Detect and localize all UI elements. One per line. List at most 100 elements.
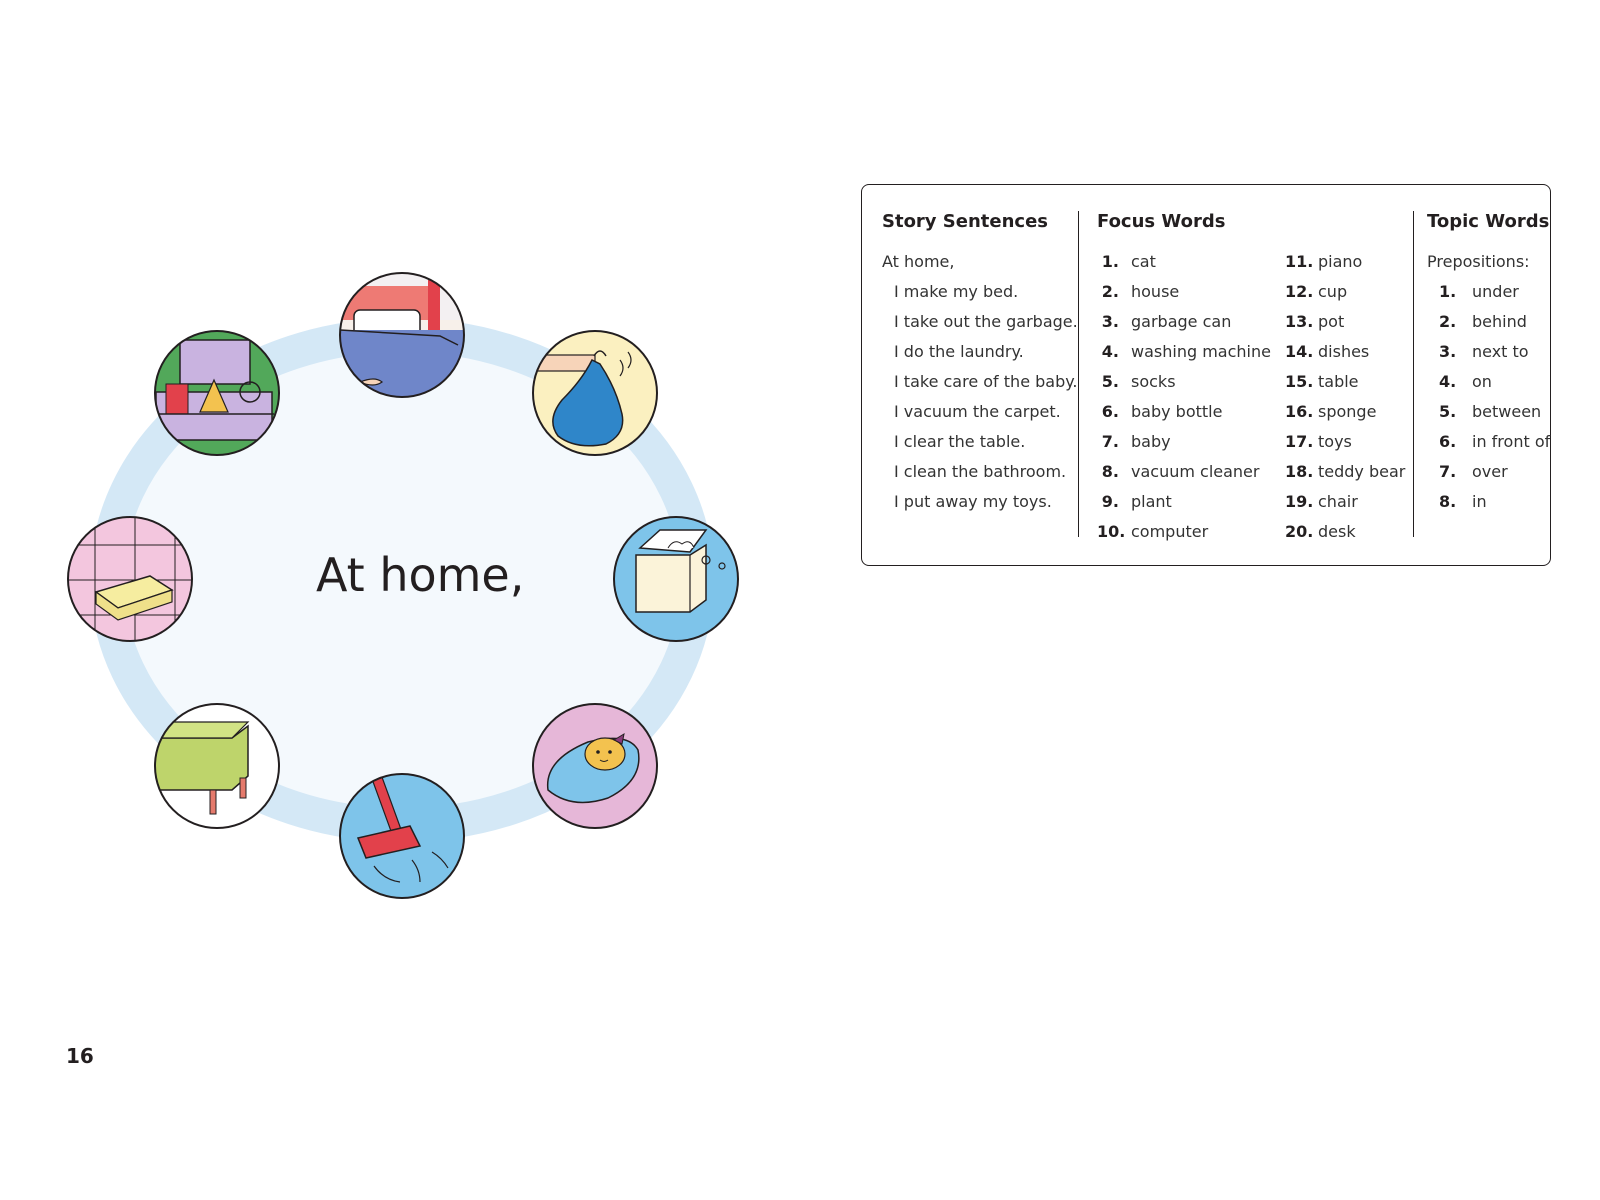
focus-word: pot <box>1318 312 1345 331</box>
focus-word: vacuum cleaner <box>1131 462 1260 481</box>
focus-word-item: 20.desk <box>1285 517 1405 547</box>
focus-word: desk <box>1318 522 1356 541</box>
washing-machine-icon <box>613 516 739 642</box>
item-number: 3. <box>1101 312 1119 331</box>
topic-word-item: 8. in <box>1427 487 1550 517</box>
focus-word-item: 16.sponge <box>1285 397 1405 427</box>
story-line: I clear the table. <box>894 432 1026 451</box>
focus-word-item: 9.plant <box>1097 487 1271 517</box>
story-sentences-column: Story Sentences At home, I make my bed. … <box>882 211 1078 517</box>
focus-words-column-2: 11.piano 12.cup 13.pot 14.dishes 15.tabl… <box>1285 211 1405 547</box>
column-divider <box>1078 211 1079 537</box>
sponge-icon <box>67 516 193 642</box>
focus-word-item: 15.table <box>1285 367 1405 397</box>
baby-icon <box>532 703 658 829</box>
story-line: I clean the bathroom. <box>894 462 1067 481</box>
item-number: 19. <box>1285 492 1314 511</box>
story-line: I put away my toys. <box>894 492 1052 511</box>
focus-word-item: 4. washing machine <box>1097 337 1271 367</box>
focus-word-item: 6. baby bottle <box>1097 397 1271 427</box>
focus-word: washing machine <box>1131 342 1271 361</box>
story-sentences-heading: Story Sentences <box>882 211 1049 232</box>
column-divider <box>1413 211 1414 537</box>
chores-picture-ring <box>67 272 739 899</box>
focus-word-item: 12.cup <box>1285 277 1405 307</box>
topic-word: behind <box>1472 312 1527 331</box>
topic-word-item: 3. next to <box>1427 337 1550 367</box>
item-number: 4. <box>1439 372 1457 391</box>
focus-word-item: 11.piano <box>1285 247 1405 277</box>
focus-word-item: 19.chair <box>1285 487 1405 517</box>
topic-word: over <box>1472 462 1508 481</box>
item-number: 20. <box>1285 522 1314 541</box>
topic-word-item: 2. behind <box>1427 307 1550 337</box>
focus-word: toys <box>1318 432 1352 451</box>
topic-words-column: Topic Words Prepositions: 1.under 2. behi… <box>1427 211 1550 517</box>
vacuum-cleaner-icon <box>339 773 465 899</box>
focus-word-item: 10. computer <box>1097 517 1271 547</box>
item-number: 7. <box>1101 432 1119 451</box>
topic-word-item: 1.under <box>1427 277 1550 307</box>
focus-word-item: 8.vacuum cleaner <box>1097 457 1271 487</box>
toy-box-icon <box>154 330 280 456</box>
story-line: I make my bed. <box>894 282 1019 301</box>
item-number: 10. <box>1097 522 1126 541</box>
topic-word: between <box>1472 402 1542 421</box>
garbage-bag-icon <box>532 330 658 456</box>
topic-subheading: Prepositions: <box>1427 252 1530 271</box>
item-number: 8. <box>1439 492 1457 511</box>
focus-word-item: 3. garbage can <box>1097 307 1271 337</box>
focus-word-item: 5.socks <box>1097 367 1271 397</box>
scene-title: At home, <box>316 548 525 602</box>
focus-word: dishes <box>1318 342 1370 361</box>
focus-word-item: 2.house <box>1097 277 1271 307</box>
item-number: 14. <box>1285 342 1314 361</box>
topic-word: in front of <box>1472 432 1551 451</box>
item-number: 2. <box>1439 312 1457 331</box>
story-line: I do the laundry. <box>894 342 1024 361</box>
story-line: I vacuum the carpet. <box>894 402 1061 421</box>
item-number: 13. <box>1285 312 1314 331</box>
focus-word: baby <box>1131 432 1171 451</box>
topic-word-item: 5. between <box>1427 397 1550 427</box>
focus-word-item: 1. cat <box>1097 247 1271 277</box>
item-number: 3. <box>1439 342 1457 361</box>
topic-word: under <box>1472 282 1519 301</box>
topic-word: next to <box>1472 342 1529 361</box>
focus-word: computer <box>1131 522 1209 541</box>
focus-word: baby bottle <box>1131 402 1223 421</box>
item-number: 16. <box>1285 402 1314 421</box>
item-number: 6. <box>1101 402 1119 421</box>
focus-word: cup <box>1318 282 1348 301</box>
focus-word: chair <box>1318 492 1358 511</box>
table-icon <box>154 703 280 829</box>
focus-word: garbage can <box>1131 312 1232 331</box>
story-line: At home, <box>882 252 955 271</box>
topic-word-item: 4. on <box>1427 367 1550 397</box>
item-number: 15. <box>1285 372 1314 391</box>
word-list-box: Story Sentences At home, I make my bed. … <box>861 184 1551 566</box>
focus-word-item: 14.dishes <box>1285 337 1405 367</box>
item-number: 17. <box>1285 432 1314 451</box>
story-line: I take out the garbage. <box>894 312 1078 331</box>
topic-word: on <box>1472 372 1492 391</box>
item-number: 7. <box>1439 462 1457 481</box>
topic-word-item: 6.in front of <box>1427 427 1550 457</box>
topic-words-heading: Topic Words <box>1427 211 1550 232</box>
item-number: 11. <box>1285 252 1314 271</box>
item-number: 4. <box>1101 342 1119 361</box>
focus-word: teddy bear <box>1318 462 1406 481</box>
item-number: 5. <box>1101 372 1119 391</box>
focus-word-item: 13.pot <box>1285 307 1405 337</box>
item-number: 5. <box>1439 402 1457 421</box>
topic-word: in <box>1472 492 1487 511</box>
focus-words-column-1: Focus Words 1.cat 2.house 3.garbage can … <box>1097 211 1271 547</box>
item-number: 18. <box>1285 462 1314 481</box>
item-number: 9. <box>1101 492 1119 511</box>
focus-word: cat <box>1131 252 1156 271</box>
item-number: 1. <box>1101 252 1119 271</box>
focus-word-item: 17.toys <box>1285 427 1405 457</box>
focus-word: house <box>1131 282 1180 301</box>
focus-word: sponge <box>1318 402 1377 421</box>
focus-word: piano <box>1318 252 1363 271</box>
